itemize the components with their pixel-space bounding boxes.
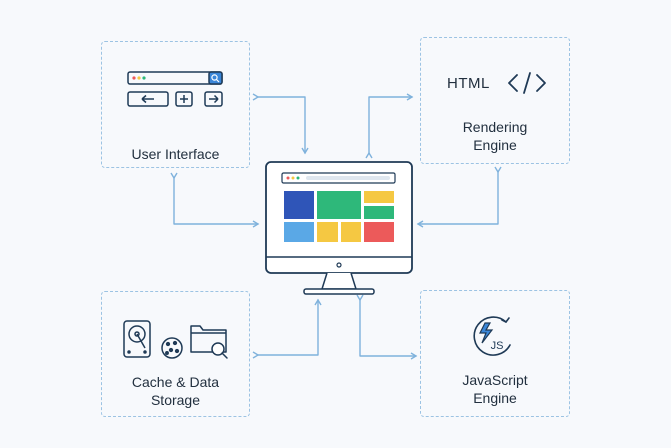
monitor-icon xyxy=(265,161,413,295)
javascript-engine-box: JavaScript Engine xyxy=(420,290,570,417)
tile-green-small xyxy=(364,206,394,219)
user-interface-label: User Interface xyxy=(131,146,220,162)
tile-yellow-mid xyxy=(317,222,338,242)
tile-yellow-right xyxy=(341,222,361,242)
tile-yellow-top xyxy=(364,191,394,203)
arrow-ui-bottom xyxy=(170,172,260,228)
tile-red xyxy=(364,222,394,242)
javascript-engine-label: JavaScript Engine xyxy=(462,372,528,406)
browser-window-icon xyxy=(127,71,223,107)
connector-arrows xyxy=(170,93,502,360)
folder-search-icon xyxy=(190,325,228,359)
arrow-cache-right xyxy=(252,298,322,359)
hard-drive-icon xyxy=(123,320,151,358)
arrow-rendering-left xyxy=(365,93,414,159)
tile-light-blue xyxy=(284,222,314,242)
arrow-rendering-bottom xyxy=(416,166,502,228)
user-interface-box: User Interface xyxy=(101,41,250,168)
rendering-engine-label: Rendering Engine xyxy=(462,119,528,153)
cookie-icon xyxy=(161,337,183,359)
arrow-ui-right-horizontal xyxy=(252,93,309,155)
rendering-engine-box: HTML Rendering Engine xyxy=(420,37,570,164)
tile-green xyxy=(317,191,361,219)
html-label: HTML xyxy=(447,75,490,92)
js-badge: JS xyxy=(491,340,504,352)
code-brackets-icon xyxy=(508,72,546,94)
cache-storage-label: Cache & Data Storage xyxy=(131,374,220,408)
cache-storage-box: Cache & Data Storage xyxy=(101,291,250,417)
js-engine-icon xyxy=(473,316,511,356)
tile-dark-blue xyxy=(284,191,314,219)
arrow-js-left xyxy=(356,294,418,360)
